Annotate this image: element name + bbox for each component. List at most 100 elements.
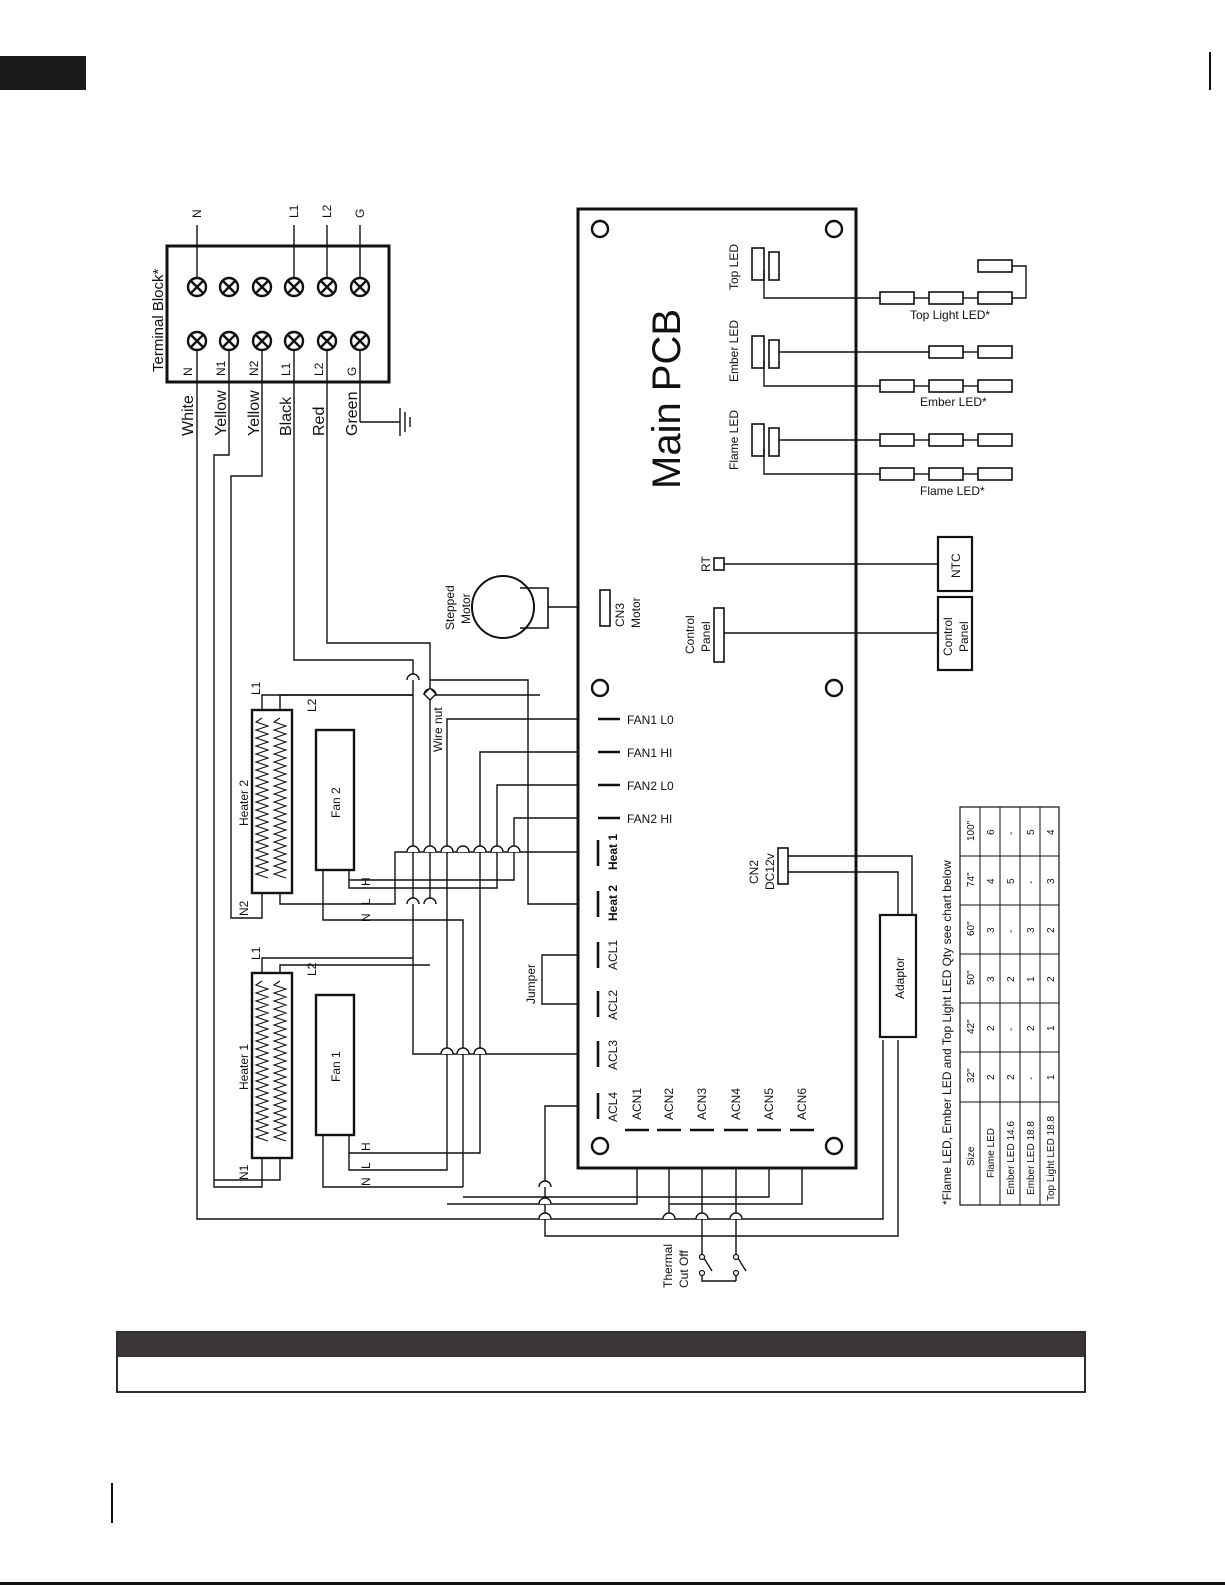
qty-row-label: Ember LED 18.8 (1026, 1121, 1037, 1195)
qty-row-label: Top Light LED 18.8 (1046, 1116, 1057, 1201)
qty-cell: - (1026, 881, 1037, 884)
feed-label-l2: L2 (320, 204, 334, 218)
wire-label-yellow-n2: Yellow (246, 390, 263, 436)
switch-contact-icon (732, 1253, 740, 1261)
qty-header-100: 100" (966, 820, 977, 841)
control-panel-box (936, 595, 974, 672)
terminal-block: Terminal Block* N L1 L2 G (150, 204, 391, 384)
qty-cell: 2 (986, 1074, 997, 1080)
qty-header-42: 42" (966, 1019, 977, 1034)
acl2-label: ACL2 (606, 990, 620, 1020)
mount-hole-icon (824, 1136, 844, 1156)
acn2-label: ACN2 (662, 1088, 676, 1120)
qty-cell: 2 (1026, 1025, 1037, 1031)
terminal-top-row (186, 276, 371, 298)
mount-hole-icon (824, 219, 844, 239)
switch-contact-icon (732, 1269, 740, 1277)
qty-cell: 3 (1046, 878, 1057, 884)
ntc-box (936, 535, 974, 593)
fan-1-label: Fan 1 (329, 1051, 343, 1082)
terminal-label-n1: N1 (214, 360, 228, 376)
fan2-lo-label: FAN2 L0 (627, 779, 674, 793)
fan-1: Fan 1 H L N (314, 993, 373, 1186)
rt-label: RT (699, 556, 713, 572)
note-header-bar (118, 1333, 1084, 1357)
top-led-label: Top LED (727, 244, 741, 290)
pcb-terminal-stubs (596, 717, 814, 1132)
heater-1-coil-a (254, 980, 270, 1142)
flame-led-string-label: Flame LED* (920, 484, 985, 498)
cn2-label-line2: DC12v (763, 853, 777, 890)
feed-label-n: N (190, 209, 204, 218)
qty-cell: 4 (986, 878, 997, 884)
fan-1-frame (314, 993, 356, 1137)
flame-led-label: Flame LED (727, 410, 741, 470)
heater-1-coil-b (272, 980, 288, 1142)
heater-2-coil-a (254, 717, 270, 879)
terminal-label-n2: N2 (247, 360, 261, 376)
pcb-frame (576, 207, 858, 1170)
cn2-label-line1: CN2 (747, 860, 761, 884)
top-light-led-label: Top Light LED* (910, 308, 990, 322)
heater-1-lead-l1: L1 (249, 946, 263, 960)
qty-cell: 2 (1046, 927, 1057, 933)
cp-connector-line1: Control (683, 615, 697, 654)
control-panel: Control Panel Control Panel (683, 595, 974, 672)
jumper-label: Jumper (524, 964, 538, 1004)
qty-cell: 1 (1026, 976, 1037, 982)
cn3-label: CN3 (613, 603, 627, 627)
wire-crossovers (406, 673, 743, 1220)
wire-nut-icon (423, 687, 437, 701)
qty-header-60: 60" (966, 921, 977, 936)
flame-led-connector: Flame LED (727, 410, 780, 470)
ember-led-label: Ember LED (727, 320, 741, 382)
qty-header-size: Size (966, 1146, 977, 1166)
footer-rule (0, 1582, 1225, 1585)
cn2-connector (777, 847, 789, 885)
footer-tick (111, 1483, 113, 1523)
wire-label-white: White (180, 395, 197, 436)
wire-nut-label: Wire nut (431, 707, 445, 752)
heater-2-coil-b (272, 717, 288, 879)
wire-label-green: Green (344, 392, 361, 436)
acl3-label: ACL3 (606, 1040, 620, 1070)
motor-label-line1: Stepped (443, 585, 457, 630)
qty-cell: 6 (986, 829, 997, 835)
pcb-terminal-labels: FAN1 L0 FAN1 HI FAN2 L0 FAN2 HI Heat 1 H… (524, 713, 809, 1122)
thermal-label-line1: Thermal (661, 1244, 675, 1288)
wire-color-labels: White Yellow Yellow Black Red Green (180, 390, 361, 436)
feed-label-g: G (353, 209, 367, 218)
led-section: Top LED Top Light LED* Ember LED (727, 244, 1027, 498)
heater-2-lead-l1: L1 (249, 681, 263, 695)
acn5-label: ACN5 (762, 1088, 776, 1120)
qty-cell: 2 (1046, 976, 1057, 982)
fan-1-lead-l: L (359, 1162, 373, 1169)
thermal-cutoff: Thermal Cut Off (661, 1244, 740, 1288)
mount-hole-icon (590, 678, 610, 698)
terminal-label-n: N (181, 367, 195, 376)
acl1-label: ACL1 (606, 940, 620, 970)
cn3-connector (599, 589, 611, 627)
switch-contact-icon (698, 1253, 706, 1261)
terminal-bottom-row (186, 330, 371, 352)
heater-2-lead-l2: L2 (305, 698, 319, 712)
qty-header-32: 32" (966, 1068, 977, 1083)
qty-cell: - (1006, 832, 1017, 835)
acl4-label: ACL4 (606, 1092, 620, 1122)
qty-cell: 3 (986, 976, 997, 982)
qty-cell: - (1026, 1077, 1037, 1080)
heat1-label: Heat 1 (606, 834, 620, 870)
terminal-block-frame (165, 244, 391, 384)
note-box (116, 1331, 1086, 1393)
ember-led-string-label: Ember LED* (920, 395, 987, 409)
ember-led-string (879, 345, 1013, 393)
fan-2-lead-n: N (359, 913, 373, 922)
heater-1-lead-l2: L2 (305, 962, 319, 976)
pcb-title: Main PCB (645, 309, 689, 489)
heater-2: Heater 2 L1 L2 N2 (237, 681, 319, 916)
qty-table-grid (960, 807, 1059, 1205)
acn1-label: ACN1 (630, 1088, 644, 1120)
qty-table-caption: *Flame LED, Ember LED and Top Light LED … (940, 860, 954, 1205)
qty-cell: 2 (1006, 1074, 1017, 1080)
